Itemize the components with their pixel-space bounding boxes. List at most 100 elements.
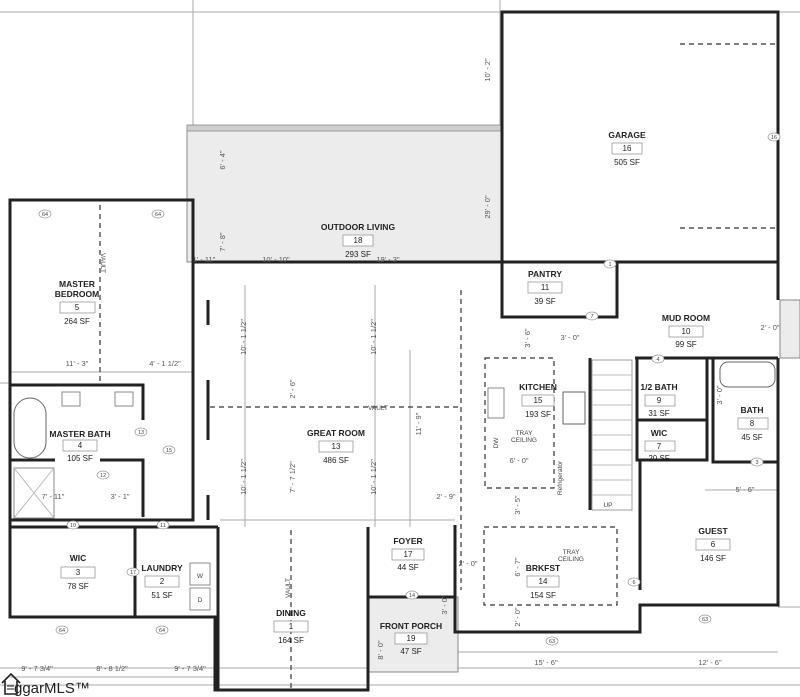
room-master-bath: MASTER BATH 4 105 SF bbox=[49, 429, 110, 463]
room-name: OUTDOOR LIVING bbox=[321, 222, 396, 232]
room-number: 18 bbox=[354, 236, 363, 245]
tag: 16 bbox=[767, 132, 781, 142]
svg-text:7: 7 bbox=[590, 314, 593, 320]
dimension-label: 11' - 9" bbox=[414, 412, 423, 435]
tag: 1 bbox=[603, 259, 617, 269]
room-number: 14 bbox=[539, 577, 548, 586]
room-area: 20 SF bbox=[648, 454, 669, 463]
tag: 11 bbox=[156, 520, 170, 530]
room-area: 505 SF bbox=[614, 158, 640, 167]
dimension-label: 2' - 0" bbox=[458, 559, 477, 568]
svg-text:63: 63 bbox=[702, 617, 708, 623]
tag: 3 bbox=[750, 457, 764, 467]
dimension-label: 19' - 3" bbox=[376, 255, 400, 264]
room-great-room: GREAT ROOM 13 486 SF bbox=[307, 428, 365, 465]
tray-ceiling-note: TRAY bbox=[516, 430, 534, 437]
tag: 15 bbox=[162, 445, 176, 455]
room-name: BRKFST bbox=[526, 563, 561, 573]
room-pantry: PANTRY 11 39 SF bbox=[527, 269, 563, 306]
room-number: 10 bbox=[682, 327, 691, 336]
room-front-porch: FRONT PORCH 19 47 SF bbox=[380, 621, 442, 656]
dimension-label: 15' - 6" bbox=[534, 658, 558, 667]
room-number: 1 bbox=[289, 622, 294, 631]
room-name: FRONT PORCH bbox=[380, 621, 442, 631]
dimension-label: 9' - 7 3/4" bbox=[21, 664, 53, 673]
dimension-label: 3' - 1" bbox=[110, 492, 129, 501]
room-area: 99 SF bbox=[675, 340, 696, 349]
dimensions: 10' - 2" 6' - 4" 7' - 8" 1' - 11" 10' - … bbox=[21, 58, 780, 673]
svg-text:64: 64 bbox=[155, 212, 161, 218]
room-number: 8 bbox=[750, 419, 755, 428]
room-area: 164 SF bbox=[278, 636, 304, 645]
svg-text:13: 13 bbox=[138, 430, 144, 436]
tag: 12 bbox=[96, 470, 110, 480]
tag: 64 bbox=[151, 209, 165, 219]
washer-label: W bbox=[197, 573, 204, 580]
room-name: FOYER bbox=[393, 536, 422, 546]
dimension-label: 2' - 6" bbox=[288, 379, 297, 398]
room-mud-room: MUD ROOM 10 99 SF bbox=[662, 313, 710, 349]
svg-text:4: 4 bbox=[656, 357, 659, 363]
bathtub-guest bbox=[719, 361, 776, 388]
room-number: 17 bbox=[404, 550, 413, 559]
room-wic-7: WIC 7 20 SF bbox=[644, 428, 676, 463]
room-area: 45 SF bbox=[741, 433, 762, 442]
vault-note: VAULT bbox=[285, 578, 292, 598]
dimension-label: 29' - 0" bbox=[483, 195, 492, 219]
dimension-label: 10' - 1 1/2" bbox=[239, 319, 248, 355]
svg-text:11: 11 bbox=[160, 523, 166, 529]
tag: 13 bbox=[134, 427, 148, 437]
room-number: 19 bbox=[407, 634, 416, 643]
dimension-label: 10' - 2" bbox=[483, 58, 492, 82]
dimension-label: 6' - 0" bbox=[509, 456, 528, 465]
dimension-label: 10' - 1 1/2" bbox=[239, 459, 248, 495]
svg-text:14: 14 bbox=[409, 593, 415, 599]
room-name: DINING bbox=[276, 608, 306, 618]
tags: 64 64 64 64 63 63 1 7 4 3 6 12 13 15 10 … bbox=[38, 132, 781, 646]
room-master-bedroom: MASTER BEDROOM 5 264 SF bbox=[55, 279, 99, 326]
room-brkfst: BRKFST 14 154 SF TRAY CEILING bbox=[526, 549, 584, 600]
room-area: 264 SF bbox=[64, 317, 90, 326]
room-area: 47 SF bbox=[400, 647, 421, 656]
room-outdoor-living: OUTDOOR LIVING 18 293 SF bbox=[321, 222, 396, 259]
dashed-lines bbox=[99, 43, 775, 688]
side-stoop-area bbox=[779, 299, 800, 359]
room-area: 31 SF bbox=[648, 409, 669, 418]
dimension-label: 12' - 6" bbox=[698, 658, 722, 667]
tag: 64 bbox=[155, 625, 169, 635]
svg-text:12: 12 bbox=[100, 473, 106, 479]
room-number: 15 bbox=[534, 396, 543, 405]
dimension-label: 8' - 8 1/2" bbox=[96, 664, 128, 673]
tray-ceiling-note: CEILING bbox=[511, 437, 537, 444]
watermark-logo: ggarMLS™ bbox=[1, 672, 90, 697]
svg-text:10: 10 bbox=[70, 523, 76, 529]
dimension-label: 5' - 6" bbox=[735, 485, 754, 494]
dimension-label: 3' - 5" bbox=[513, 495, 522, 514]
range bbox=[562, 391, 586, 425]
room-name: WIC bbox=[70, 553, 87, 563]
svg-text:64: 64 bbox=[159, 628, 165, 634]
dimension-label: 10' - 10" bbox=[262, 255, 290, 264]
room-number: 13 bbox=[332, 442, 341, 451]
room-name: BEDROOM bbox=[55, 289, 99, 299]
dimension-label: 9' - 7 3/4" bbox=[174, 664, 206, 673]
vault-note: VAULT bbox=[368, 405, 388, 412]
room-area: 105 SF bbox=[67, 454, 93, 463]
room-area: 146 SF bbox=[700, 554, 726, 563]
dryer bbox=[189, 587, 211, 611]
staircase bbox=[591, 359, 633, 511]
room-dining: DINING 1 164 SF bbox=[273, 608, 309, 645]
room-laundry: LAUNDRY 2 51 SF bbox=[141, 563, 183, 600]
room-name: GUEST bbox=[698, 526, 728, 536]
dimension-label: 7' - 8" bbox=[218, 232, 227, 251]
dimension-label: 10' - 1 1/2" bbox=[369, 319, 378, 355]
room-kitchen: KITCHEN 15 193 SF TRAY CEILING DW Refrig… bbox=[493, 382, 564, 495]
svg-text:3: 3 bbox=[755, 460, 758, 466]
room-number: 3 bbox=[76, 568, 81, 577]
room-area: 486 SF bbox=[323, 456, 349, 465]
dimension-label: 4' - 1 1/2" bbox=[149, 359, 181, 368]
svg-text:17: 17 bbox=[130, 570, 136, 576]
dishwasher-label: DW bbox=[493, 437, 500, 449]
tag: 10 bbox=[66, 520, 80, 530]
